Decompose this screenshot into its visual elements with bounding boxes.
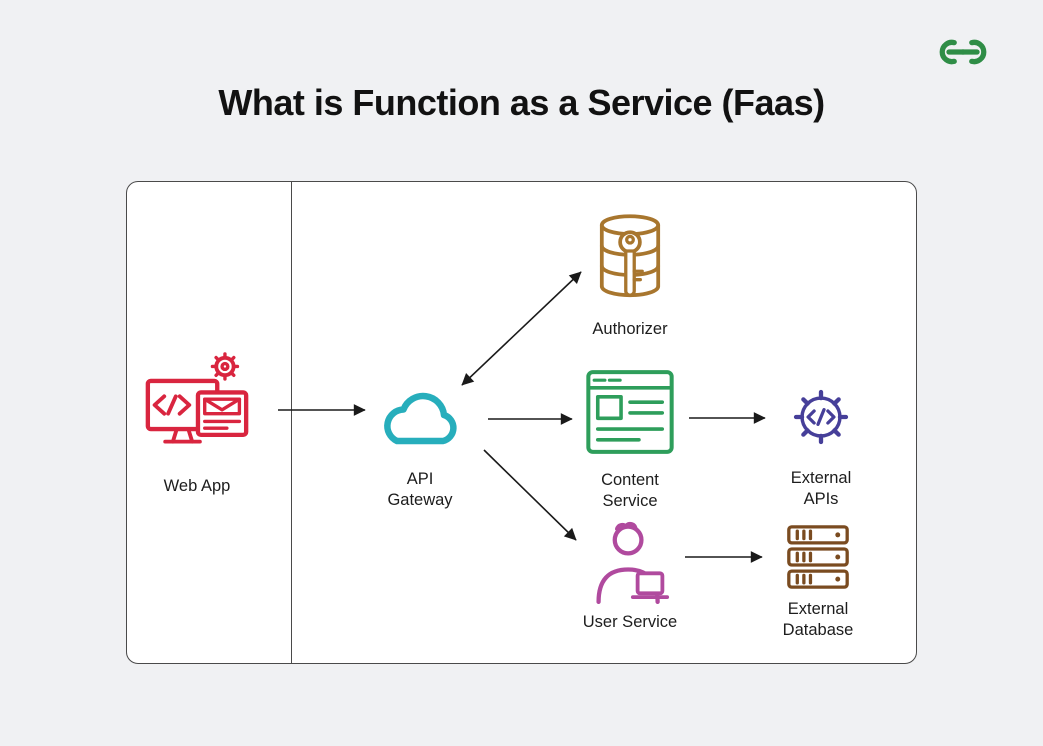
key-teeth [632, 269, 644, 282]
api-gear-teeth [793, 389, 849, 445]
node-label-authorizer: Authorizer [592, 320, 668, 338]
server-led-1 [835, 532, 841, 538]
browser-frame [586, 370, 674, 454]
code-slash [166, 394, 178, 416]
content-service-icon [586, 370, 674, 454]
node-label-content-service: Content Service [601, 471, 659, 511]
user-head [612, 524, 644, 556]
server-unit-1 [787, 525, 849, 545]
external-database-icon [787, 525, 849, 589]
laptop-screen [635, 571, 665, 596]
user-service-icon [596, 521, 670, 604]
api-gateway-cloud-icon [384, 392, 457, 445]
webpage-text-lines [203, 419, 242, 430]
logo-right-g [969, 39, 987, 65]
envelope-flap [203, 397, 242, 412]
external-apis-icon [793, 389, 849, 445]
gear-hub [220, 361, 230, 372]
column-divider [291, 182, 292, 663]
envelope-outline [203, 397, 242, 416]
node-web-app: Web App [127, 352, 267, 497]
node-user-service: User Service [560, 516, 700, 633]
key-stem [624, 249, 636, 297]
node-authorizer: Authorizer [560, 212, 700, 340]
server-vents-2 [795, 551, 813, 563]
page-title: What is Function as a Service (Faas) [218, 82, 825, 123]
api-code-slash [816, 408, 826, 426]
server-vents-1 [795, 529, 813, 541]
api-code-chevrons [806, 409, 836, 425]
node-external-database: External Database [748, 524, 888, 642]
node-label-user-service: User Service [582, 613, 678, 631]
gear-teeth [210, 352, 240, 381]
content-side-lines [628, 400, 665, 415]
node-content-service: Content Service [560, 369, 700, 513]
server-led-2 [835, 554, 841, 560]
server-unit-3 [787, 569, 849, 589]
node-label-external-apis: External APIs [790, 469, 852, 509]
key-hole [625, 234, 635, 245]
logo-left-g [939, 39, 957, 65]
geeksforgeeks-logo [939, 39, 987, 65]
cloud-outline [384, 392, 457, 445]
node-api-gateway: API Gateway [350, 383, 490, 512]
monitor-stand [163, 427, 202, 444]
server-unit-2 [787, 547, 849, 567]
authorizer-icon [599, 214, 661, 298]
code-chevron-right [177, 394, 192, 416]
user-hair [615, 521, 638, 531]
web-app-icon [145, 352, 249, 444]
db-sides [599, 223, 661, 289]
content-image-box [595, 394, 623, 421]
content-bottom-lines [595, 427, 665, 442]
server-vents-3 [795, 573, 813, 585]
server-leds [835, 532, 841, 582]
server-led-3 [835, 576, 841, 582]
node-label-web-app: Web App [163, 477, 231, 495]
node-label-external-database: External Database [782, 600, 854, 640]
code-chevron-left [152, 394, 167, 416]
node-external-apis: External APIs [751, 386, 891, 511]
node-label-api-gateway: API Gateway [387, 470, 453, 510]
diagram-canvas [126, 181, 917, 664]
